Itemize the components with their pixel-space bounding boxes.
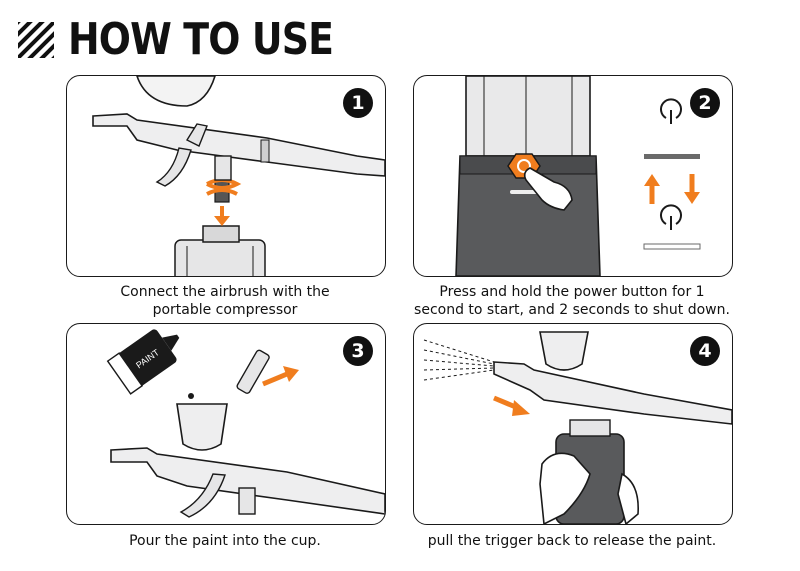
arrow-right-icon bbox=[262, 366, 299, 387]
step-4-caption: pull the trigger back to release the pai… bbox=[427, 533, 717, 549]
arrow-up-icon bbox=[644, 174, 660, 204]
step-1-caption: Connect the airbrush with the portable c… bbox=[120, 284, 330, 318]
step-number-badge: 4 bbox=[690, 336, 720, 366]
pour-paint-illustration: PAINT bbox=[106, 329, 385, 518]
step-2-caption: Press and hold the power button for 1 se… bbox=[414, 284, 730, 318]
arrow-down-icon bbox=[684, 174, 700, 204]
page-title: HOW TO USE bbox=[68, 14, 334, 65]
step-number-badge: 3 bbox=[343, 336, 373, 366]
hatch-icon bbox=[18, 22, 54, 58]
airbrush-connect-illustration bbox=[92, 76, 385, 276]
step-number-badge: 2 bbox=[690, 88, 720, 118]
step-3-panel: PAINT 3 bbox=[66, 323, 386, 525]
step-3-caption: Pour the paint into the cup. bbox=[129, 533, 321, 549]
power-icon bbox=[660, 98, 682, 124]
header: HOW TO USE bbox=[18, 14, 376, 66]
power-button-illustration bbox=[455, 76, 701, 276]
step-2-panel: 2 bbox=[413, 75, 733, 277]
power-icon bbox=[660, 204, 682, 230]
step-1-panel: 1 bbox=[66, 75, 386, 277]
trigger-spray-illustration bbox=[423, 331, 732, 524]
arrow-right-icon bbox=[493, 395, 530, 416]
step-4-panel: 4 bbox=[413, 323, 733, 525]
step-number-badge: 1 bbox=[343, 88, 373, 118]
